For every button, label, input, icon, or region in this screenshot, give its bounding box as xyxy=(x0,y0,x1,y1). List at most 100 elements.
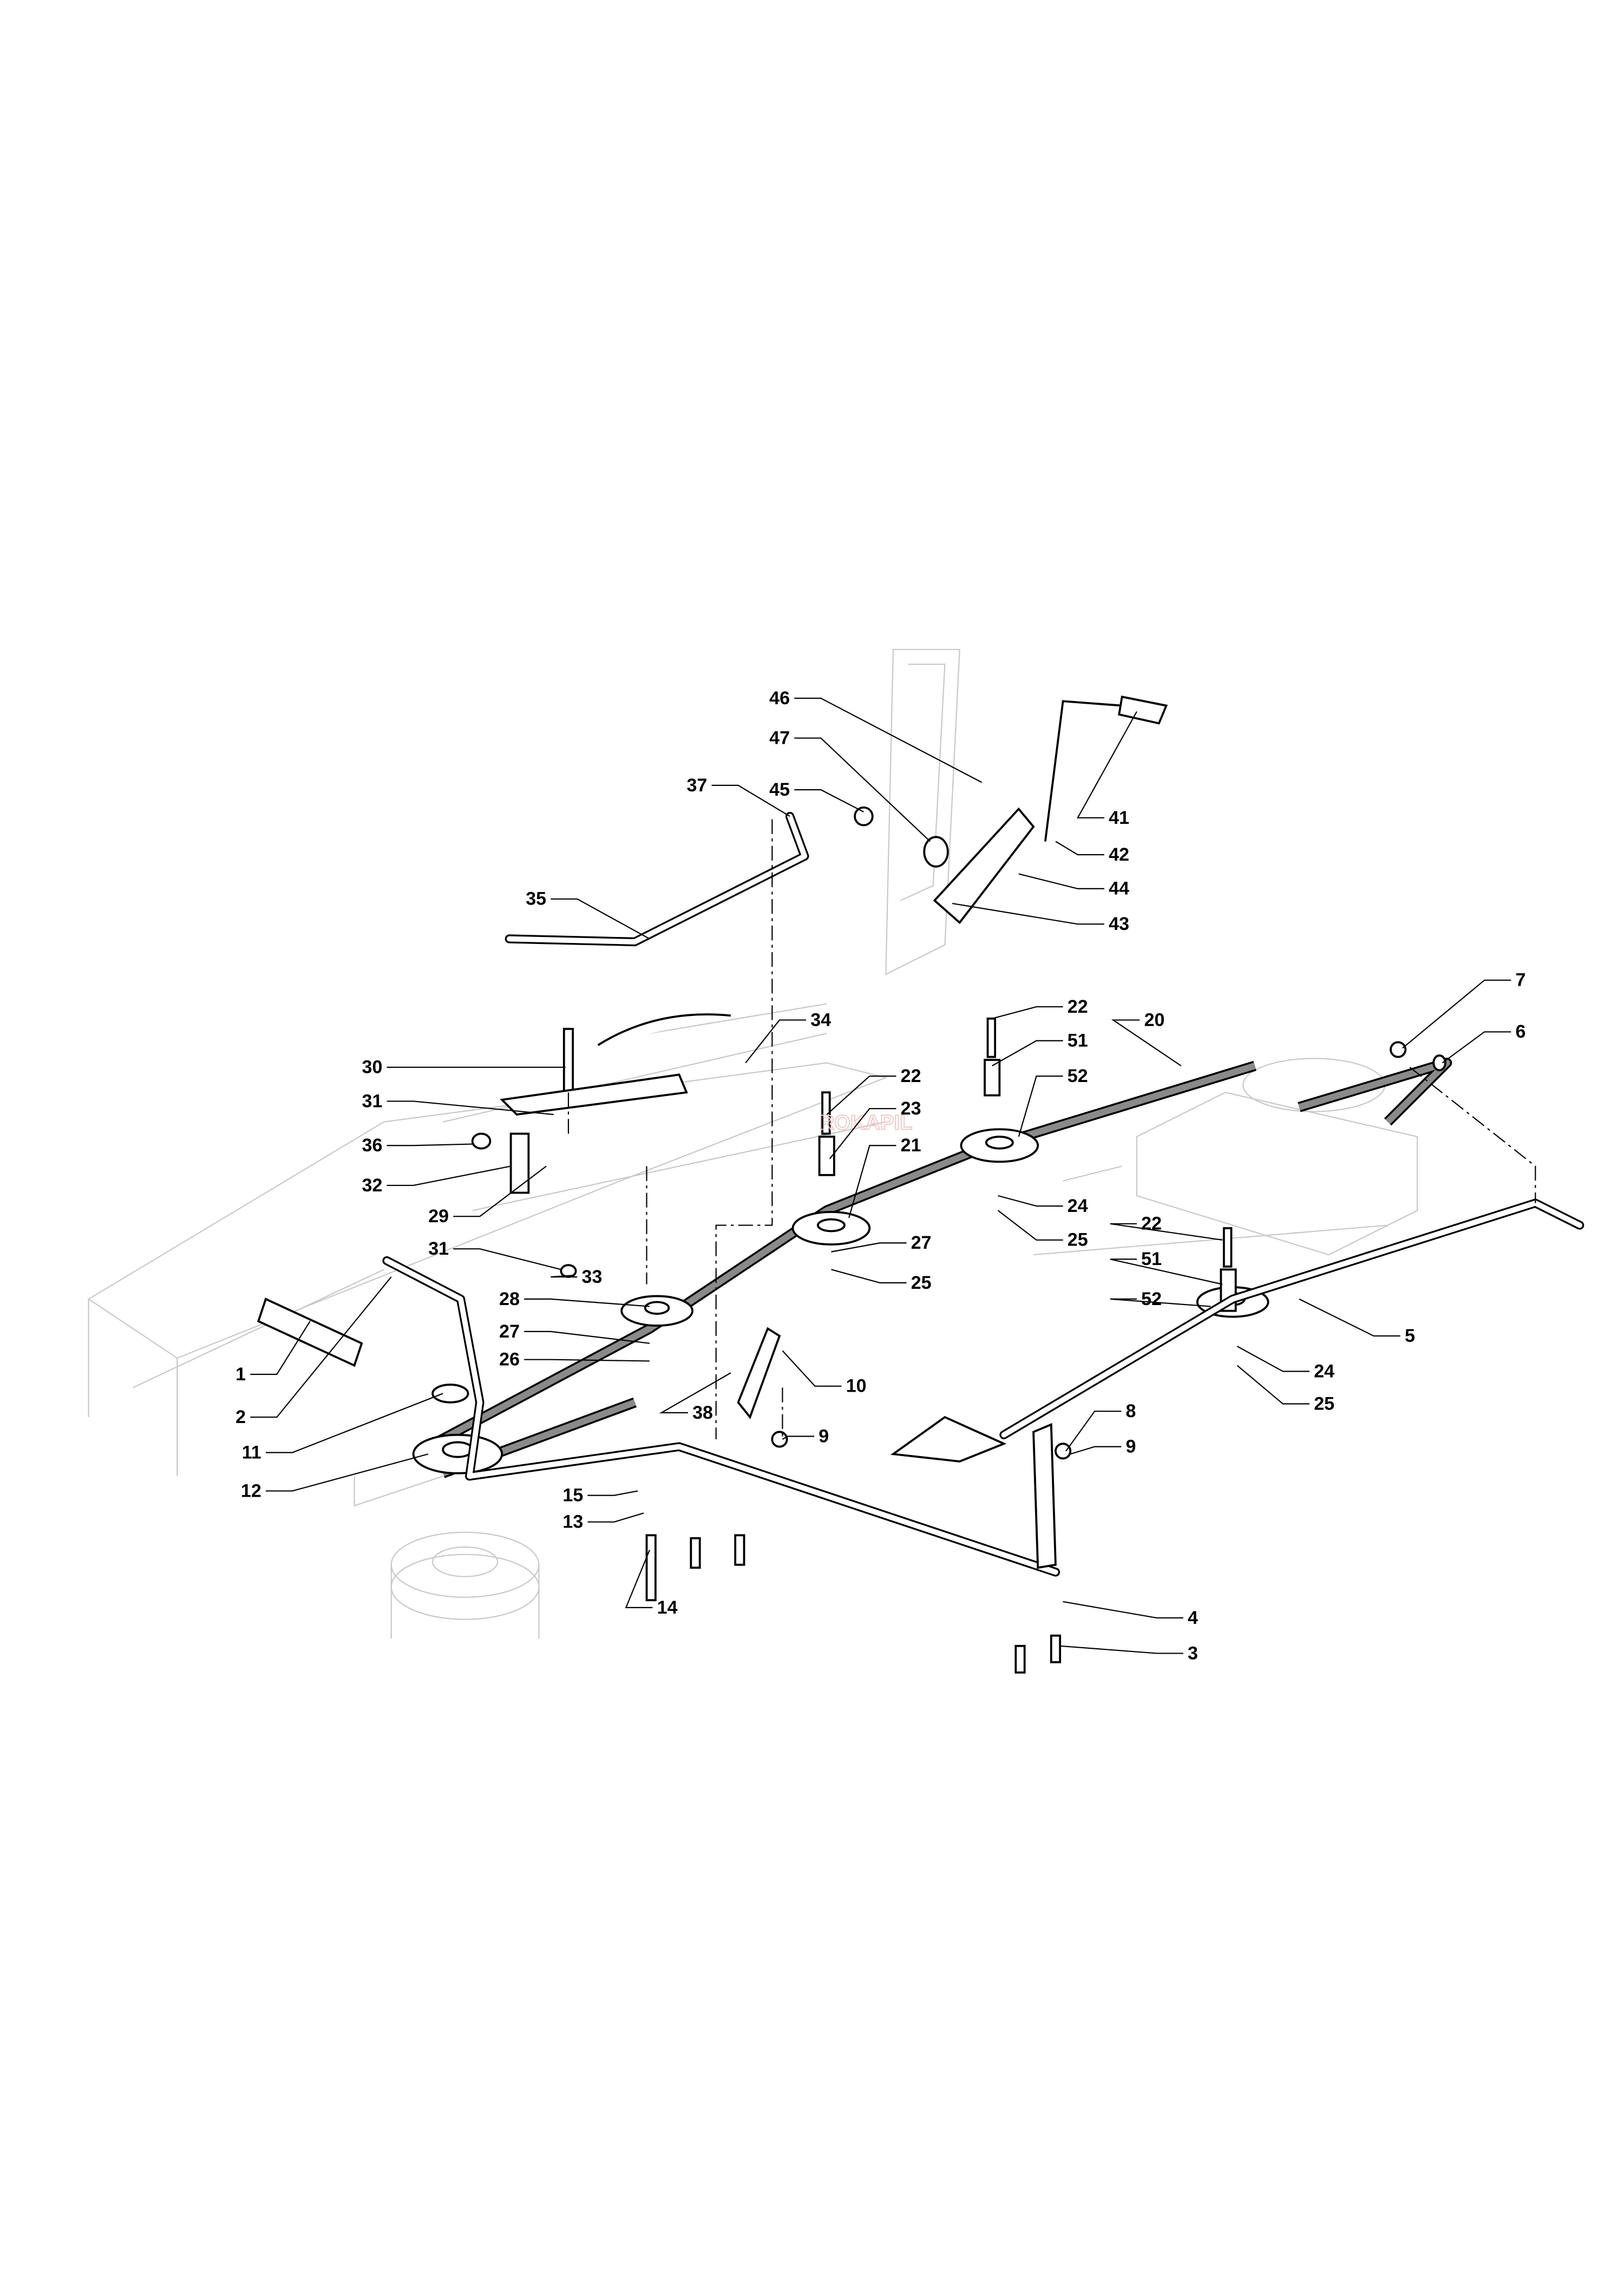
callout-22: 22 xyxy=(1068,997,1088,1017)
callout-28: 28 xyxy=(499,1289,520,1309)
leader-line-11 xyxy=(265,1393,443,1453)
callout-1: 1 xyxy=(235,1364,246,1385)
leader-line-21 xyxy=(848,1145,896,1218)
watermark-logo: ROKAPIL xyxy=(820,1111,913,1134)
leader-line-29 xyxy=(453,1165,547,1217)
callout-13: 13 xyxy=(562,1512,583,1532)
callout-3: 3 xyxy=(1188,1643,1198,1663)
leader-line-6 xyxy=(1442,1031,1511,1064)
callout-23: 23 xyxy=(901,1098,921,1119)
callout-22: 22 xyxy=(1141,1214,1162,1234)
leader-line-47 xyxy=(794,737,931,842)
callout-10: 10 xyxy=(846,1376,867,1397)
leader-line-2 xyxy=(250,1276,392,1418)
callout-20: 20 xyxy=(1144,1010,1165,1030)
leader-line-27 xyxy=(524,1330,650,1344)
callout-37: 37 xyxy=(686,775,707,796)
leader-line-1 xyxy=(250,1321,311,1375)
leader-line-9 xyxy=(1070,1446,1122,1455)
callout-52: 52 xyxy=(1141,1289,1162,1309)
leader-line-22 xyxy=(826,1076,896,1115)
callout-29: 29 xyxy=(428,1206,449,1227)
chassis-ghost xyxy=(87,648,1418,1639)
callout-38: 38 xyxy=(692,1402,713,1423)
leader-line-36 xyxy=(387,1143,473,1146)
callout-42: 42 xyxy=(1109,844,1129,865)
callout-52: 52 xyxy=(1068,1066,1088,1086)
callout-51: 51 xyxy=(1068,1031,1088,1051)
leader-line-33 xyxy=(551,1275,578,1278)
callout-14: 14 xyxy=(657,1597,678,1618)
callout-45: 45 xyxy=(769,779,790,800)
leader-lines xyxy=(250,697,1511,1654)
leader-line-42 xyxy=(1055,841,1104,856)
callout-22: 22 xyxy=(901,1066,921,1086)
leader-line-38 xyxy=(659,1372,731,1413)
leader-line-23 xyxy=(829,1108,896,1159)
leader-line-25 xyxy=(831,1269,907,1283)
callout-15: 15 xyxy=(562,1485,583,1506)
callout-32: 32 xyxy=(362,1175,382,1196)
leader-line-26 xyxy=(524,1359,650,1362)
rods-levers xyxy=(257,695,1584,1577)
leader-line-20 xyxy=(1111,1019,1182,1066)
callout-24: 24 xyxy=(1068,1196,1088,1216)
callout-8: 8 xyxy=(1126,1401,1136,1421)
leader-line-3 xyxy=(1060,1645,1183,1654)
callout-51: 51 xyxy=(1141,1249,1162,1269)
callout-27: 27 xyxy=(499,1321,520,1342)
leader-line-7 xyxy=(1402,979,1511,1049)
leader-line-13 xyxy=(587,1512,644,1523)
callout-9: 9 xyxy=(818,1426,829,1446)
leader-line-24 xyxy=(1236,1346,1310,1372)
callout-31: 31 xyxy=(362,1091,382,1111)
callout-4: 4 xyxy=(1188,1608,1198,1628)
leader-line-10 xyxy=(782,1350,842,1387)
leader-line-31 xyxy=(453,1248,561,1270)
callout-2: 2 xyxy=(235,1407,246,1427)
callout-12: 12 xyxy=(241,1480,261,1501)
callout-21: 21 xyxy=(901,1135,921,1156)
leader-line-44 xyxy=(1018,873,1104,889)
callout-25: 25 xyxy=(911,1273,932,1293)
callout-5: 5 xyxy=(1405,1326,1415,1346)
leader-line-24 xyxy=(998,1195,1063,1207)
leader-line-51 xyxy=(992,1040,1063,1066)
pulleys xyxy=(412,1128,1269,1474)
leader-line-51 xyxy=(1110,1259,1223,1285)
leader-line-31 xyxy=(387,1100,554,1116)
leader-line-41 xyxy=(1077,711,1137,818)
leader-line-15 xyxy=(587,1490,638,1496)
callout-26: 26 xyxy=(499,1349,520,1370)
callout-6: 6 xyxy=(1515,1021,1525,1042)
callout-27: 27 xyxy=(911,1233,932,1253)
leader-line-22 xyxy=(992,1006,1063,1019)
callout-30: 30 xyxy=(362,1057,382,1078)
callout-25: 25 xyxy=(1314,1393,1334,1414)
leader-line-43 xyxy=(952,902,1104,925)
leader-line-25 xyxy=(1236,1365,1310,1405)
leader-line-4 xyxy=(1063,1601,1183,1619)
callout-35: 35 xyxy=(526,889,546,909)
callout-34: 34 xyxy=(810,1010,831,1030)
callout-24: 24 xyxy=(1314,1361,1334,1381)
callout-44: 44 xyxy=(1109,879,1129,899)
leader-line-25 xyxy=(997,1210,1063,1241)
leader-line-8 xyxy=(1065,1411,1122,1452)
callout-33: 33 xyxy=(582,1267,603,1287)
callout-11: 11 xyxy=(242,1442,261,1463)
callout-41: 41 xyxy=(1109,808,1129,828)
drive-belt xyxy=(425,1058,1452,1478)
leader-line-27 xyxy=(831,1242,907,1253)
leader-line-52 xyxy=(1018,1076,1063,1137)
callout-7: 7 xyxy=(1515,970,1525,991)
callout-31: 31 xyxy=(428,1238,449,1259)
callout-9: 9 xyxy=(1126,1437,1136,1457)
callout-46: 46 xyxy=(769,688,790,709)
callout-47: 47 xyxy=(769,727,790,748)
leader-line-9 xyxy=(782,1436,815,1440)
callout-36: 36 xyxy=(362,1135,382,1156)
leader-line-46 xyxy=(794,697,983,783)
